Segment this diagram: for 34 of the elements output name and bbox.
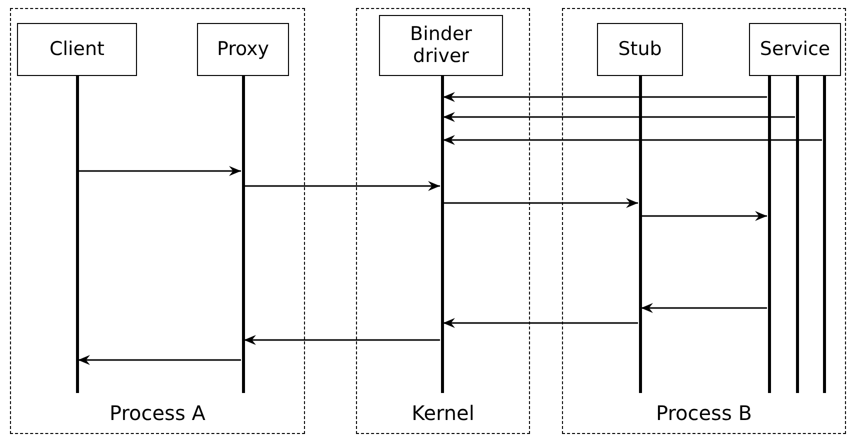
message-arrow bbox=[443, 92, 767, 102]
lifeline bbox=[76, 76, 79, 393]
message-arrow bbox=[78, 166, 241, 176]
participant-name: Stub bbox=[618, 38, 662, 60]
lifeline bbox=[768, 76, 771, 393]
message-arrow bbox=[78, 355, 241, 365]
participant-box bbox=[749, 23, 841, 76]
message-arrow bbox=[641, 211, 767, 221]
group-label: Process A bbox=[110, 403, 206, 423]
group-label: Kernel bbox=[412, 403, 474, 423]
message-arrow bbox=[443, 112, 795, 122]
process-boundary bbox=[562, 8, 846, 434]
message-arrow bbox=[641, 303, 767, 313]
participant-box bbox=[379, 15, 503, 76]
lifeline bbox=[823, 76, 826, 393]
process-boundary bbox=[10, 8, 305, 434]
message-arrow bbox=[244, 335, 440, 345]
participant-name: Client bbox=[49, 38, 104, 60]
group-label: Process B bbox=[656, 403, 752, 423]
message-arrow bbox=[443, 135, 822, 145]
participant-box bbox=[17, 23, 137, 76]
message-arrow bbox=[244, 181, 440, 191]
lifeline bbox=[639, 76, 642, 393]
participant-name: Binder driver bbox=[409, 24, 473, 68]
participant-name: Service bbox=[760, 38, 830, 60]
message-arrow bbox=[443, 318, 638, 328]
participant-box bbox=[597, 23, 683, 76]
participant-name: Proxy bbox=[216, 38, 270, 60]
process-boundary bbox=[356, 8, 530, 434]
lifeline bbox=[242, 76, 245, 393]
lifeline bbox=[796, 76, 799, 393]
lifeline bbox=[441, 76, 444, 393]
participant-box bbox=[197, 23, 289, 76]
message-arrow bbox=[443, 198, 638, 208]
